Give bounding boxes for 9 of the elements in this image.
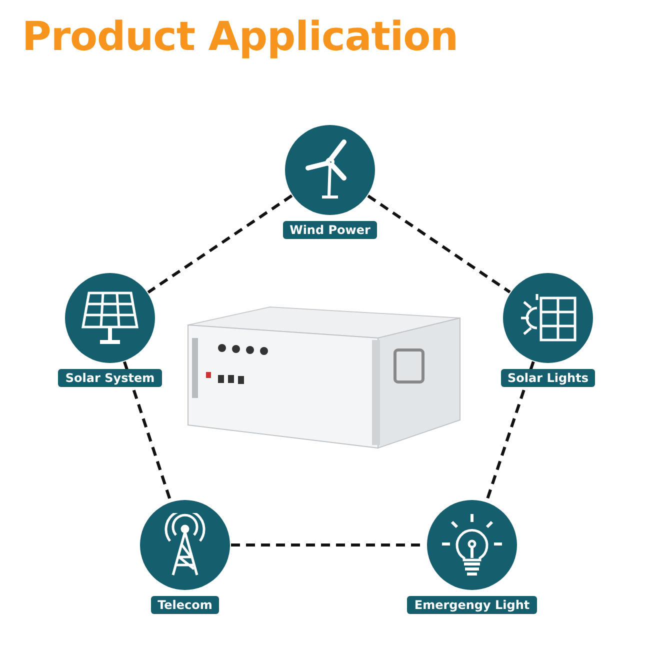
dashed-connector	[123, 361, 172, 502]
application-label: Solar System	[58, 369, 162, 387]
title: Product Application	[22, 14, 458, 60]
application-label: Telecom	[150, 596, 220, 614]
dashed-connector	[367, 194, 511, 294]
application-label: Emergengy Light	[407, 596, 537, 614]
application-label: Solar Lights	[500, 369, 596, 387]
dashed-connector	[147, 194, 293, 294]
application-label: Wind Power	[282, 221, 378, 239]
